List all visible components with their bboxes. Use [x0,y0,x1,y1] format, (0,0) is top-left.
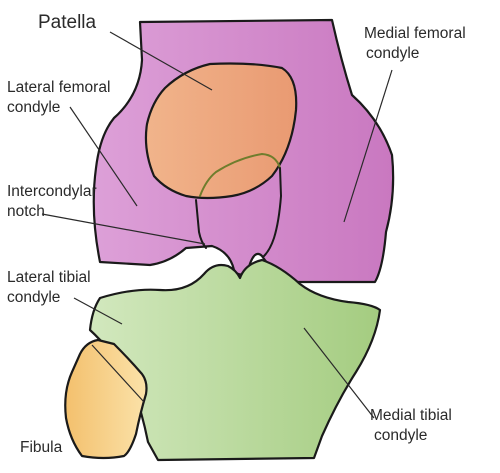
label-patella: Patella [38,12,97,33]
intercondylar-notch-line [199,152,281,197]
leader-patella [109,31,213,91]
intercondylar-notch-outline [263,167,283,257]
leader-intercondylar [41,213,206,245]
leader-lateral-tibial [73,297,123,325]
leader-fibula [91,344,145,403]
patella-shape [144,62,298,200]
label-lateral-tibial-condyle: Lateral tibial condyle [7,269,95,306]
fibula-shape [64,338,148,460]
label-intercondylar-notch: Intercondylar notch [7,183,101,220]
leader-lines [41,31,393,419]
leader-medial-femoral [343,69,393,223]
intercondylar-notch-left-edge [195,199,207,249]
label-medial-tibial-condyle: Medial tibial condyle [370,407,456,444]
label-medial-femoral-condyle: Medial femoral condyle [364,25,470,62]
label-fibula: Fibula [20,439,63,456]
leader-lateral-femoral [69,106,138,207]
label-lateral-femoral-condyle: Lateral femoral condyle [7,79,115,116]
leader-medial-tibial [303,327,375,419]
